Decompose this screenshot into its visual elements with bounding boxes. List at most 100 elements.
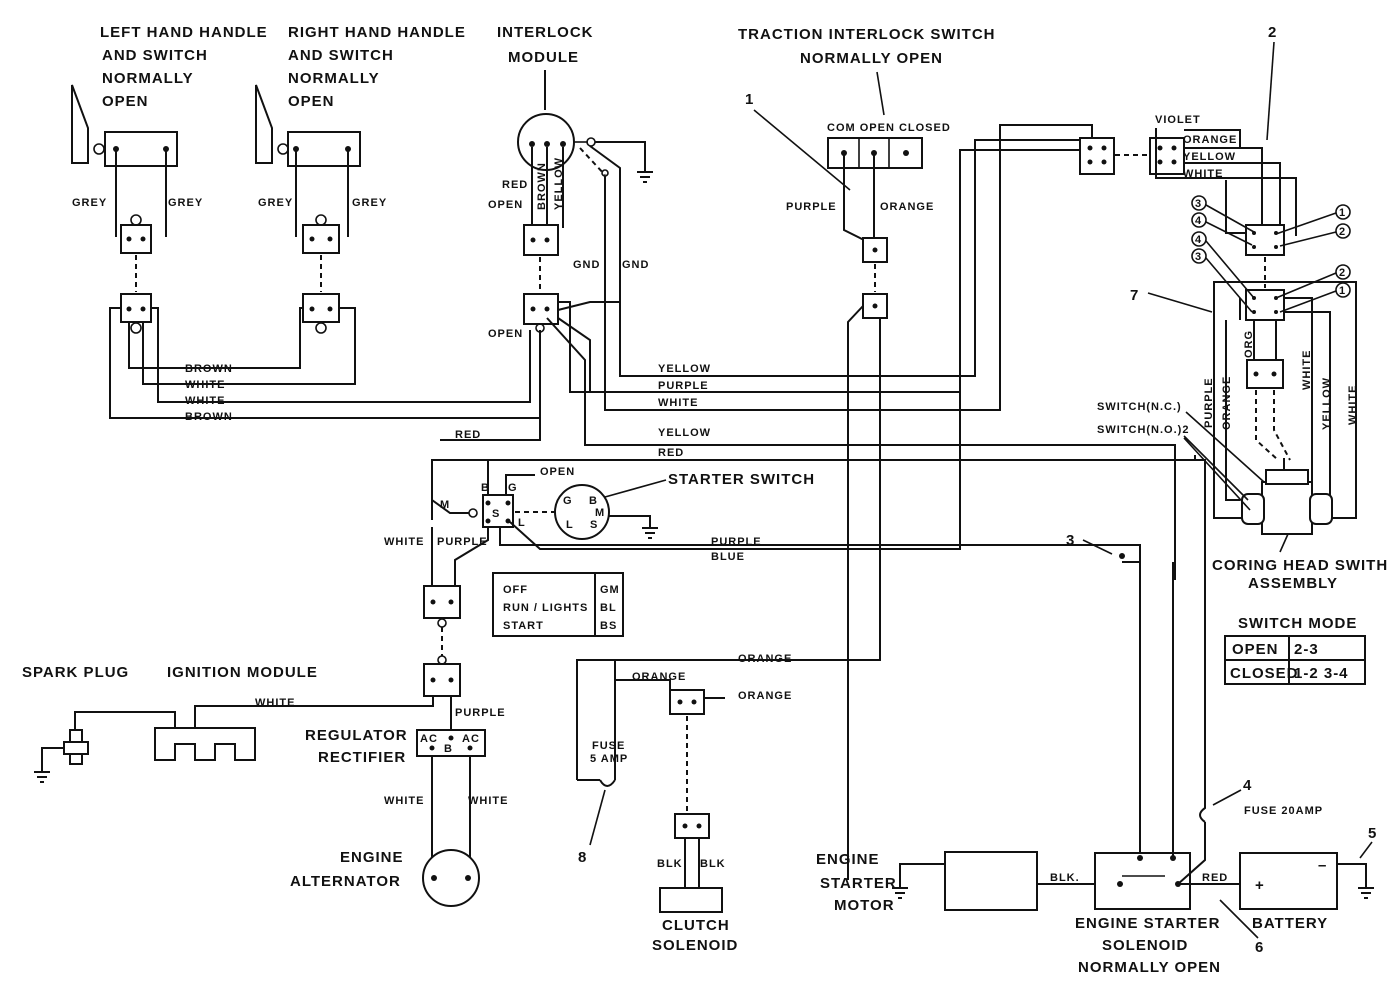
coring-label-2: ASSEMBLY <box>1248 575 1338 592</box>
interlock-brown: BROWN <box>536 162 548 210</box>
wire-purple-2: PURPLE <box>711 536 762 548</box>
fuse5-label-1: FUSE <box>592 740 625 752</box>
battery-minus: – <box>1318 857 1327 874</box>
right-grey-b: GREY <box>352 197 387 209</box>
fuse5-orange: ORANGE <box>632 671 686 683</box>
starter-motor-label-3: MOTOR <box>834 897 895 914</box>
left-handle-label-1: LEFT HAND HANDLE <box>100 24 268 41</box>
left-connector-bottom <box>120 293 152 323</box>
pin-3-top: 3 <box>1195 198 1202 210</box>
wire-yellow-top: YELLOW <box>1183 151 1236 163</box>
left-handle-pivot <box>93 143 105 155</box>
regulator-white-2: WHITE <box>468 795 508 807</box>
wire-orange-top: ORANGE <box>1183 134 1237 146</box>
coring-white-1: WHITE <box>1301 350 1313 390</box>
starter-dial-g: G <box>563 495 573 507</box>
alternator-body <box>422 849 480 907</box>
starter-code-start: BS <box>600 620 617 632</box>
callout-5: 5 <box>1368 825 1377 842</box>
clutch-blk-1: BLK <box>657 858 683 870</box>
wire-white-3: WHITE <box>658 397 698 409</box>
coring-purple: PURPLE <box>1203 377 1215 428</box>
callout-3: 3 <box>1066 532 1075 549</box>
coring-yellow: YELLOW <box>1321 377 1333 430</box>
callout-1: 1 <box>745 91 754 108</box>
solenoid-label-3: NORMALLY OPEN <box>1078 959 1221 976</box>
starter-mode-off: OFF <box>503 584 528 596</box>
regulator-label-1: REGULATOR <box>305 727 408 744</box>
left-handle-label-3: NORMALLY <box>102 70 194 87</box>
battery-body <box>1239 852 1338 910</box>
right-connector-bottom <box>302 293 340 323</box>
gnd-1: GND <box>573 259 600 271</box>
wire-brown-2: BROWN <box>185 411 233 423</box>
wire-white-2: WHITE <box>185 395 225 407</box>
starter-motor-label-1: ENGINE <box>816 851 880 868</box>
regulator-ac-1: AC <box>420 733 438 745</box>
pin-labels-bottom: 4 3 2 1 <box>1191 231 1351 313</box>
wire-orange-1: ORANGE <box>738 653 792 665</box>
wire-violet: VIOLET <box>1155 114 1201 126</box>
switch-nc-label: SWITCH(N.C.) <box>1097 401 1182 413</box>
right-handle-label-2: AND SWITCH <box>288 47 394 64</box>
traction-label-1: TRACTION INTERLOCK SWITCH <box>738 26 995 43</box>
solenoid-label-1: ENGINE STARTER <box>1075 915 1220 932</box>
callout-8: 8 <box>578 849 587 866</box>
wire-red-2: RED <box>658 447 684 459</box>
starter-table: OFF GM RUN / LIGHTS BL START BS <box>492 572 624 637</box>
clutch-solenoid-body <box>659 887 723 913</box>
left-grey-a: GREY <box>72 197 107 209</box>
switch-mode-open-contacts: 2-3 <box>1294 641 1319 658</box>
battery-plus: + <box>1255 877 1265 894</box>
starter-open-label: OPEN <box>540 466 575 478</box>
fuse5-label-2: 5 AMP <box>590 753 628 765</box>
wire-yellow-1: YELLOW <box>658 363 711 375</box>
interlock-label-1: INTERLOCK <box>497 24 594 41</box>
traction-terminals: COM OPEN CLOSED <box>827 122 951 134</box>
pin-1-top: 1 <box>1339 207 1346 219</box>
callout-4: 4 <box>1243 777 1252 794</box>
starter-code-run: BL <box>600 602 617 614</box>
interlock-red: RED <box>502 179 528 191</box>
pin-labels-top: 3 4 1 2 <box>1191 195 1351 247</box>
starter-dial-m: M <box>595 507 605 519</box>
starter-solenoid-body <box>1094 852 1191 910</box>
starter-switch-label: STARTER SWITCH <box>668 471 815 488</box>
right-handle-label-3: NORMALLY <box>288 70 380 87</box>
starter-term-s: S <box>492 508 500 520</box>
clutch-connector-top <box>669 689 705 715</box>
left-handle-shape <box>71 84 89 164</box>
pin-4-bottom: 4 <box>1195 234 1202 246</box>
wire-blue: BLUE <box>711 551 745 563</box>
battery-label: BATTERY <box>1252 915 1328 932</box>
ignition-connector-bottom <box>423 663 461 697</box>
wire-purple-1: PURPLE <box>658 380 709 392</box>
wire-white-1: WHITE <box>185 379 225 391</box>
clutch-connector-bottom <box>674 813 710 839</box>
pin-3-bottom: 3 <box>1195 251 1202 263</box>
left-handle-label-4: OPEN <box>102 93 149 110</box>
wire-red-1: RED <box>455 429 481 441</box>
wire-org: ORG <box>1243 330 1255 358</box>
left-handle-switch: LEFT HAND HANDLE AND SWITCH NORMALLY OPE… <box>71 24 268 167</box>
interlock-yellow: YELLOW <box>553 157 565 210</box>
left-grey-b: GREY <box>168 197 203 209</box>
regulator-purple: PURPLE <box>455 707 506 719</box>
starter-mode-run: RUN / LIGHTS <box>503 602 588 614</box>
switch-mode-table: SWITCH MODE OPEN 2-3 CLOSED 1-2 3-4 <box>1224 615 1366 685</box>
gnd-2: GND <box>622 259 649 271</box>
traction-purple: PURPLE <box>786 201 837 213</box>
coring-label-1: CORING HEAD SWITH <box>1212 557 1388 574</box>
left-handle-label-2: AND SWITCH <box>102 47 208 64</box>
clutch-orange: ORANGE <box>738 690 792 702</box>
coring-switch-body <box>1261 481 1313 535</box>
regulator-white-1: WHITE <box>384 795 424 807</box>
coring-white-2: WHITE <box>1347 385 1359 425</box>
right-grey-a: GREY <box>258 197 293 209</box>
switch-mode-title: SWITCH MODE <box>1238 615 1357 632</box>
ignition-connector-top <box>423 585 461 619</box>
interlock-open-2: OPEN <box>488 328 523 340</box>
interlock-open-1: OPEN <box>488 199 523 211</box>
switch-mode-open: OPEN <box>1232 641 1279 658</box>
callout-6: 6 <box>1255 939 1264 956</box>
